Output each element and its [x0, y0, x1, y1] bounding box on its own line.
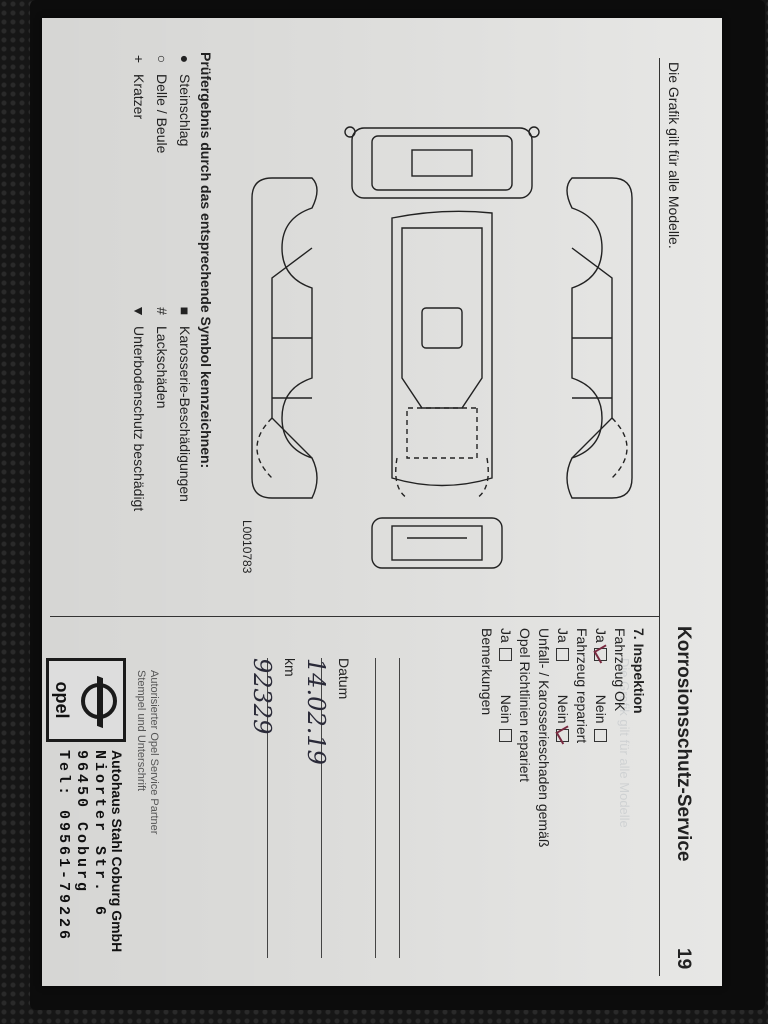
dealer-stamp: opel Autohaus Stahl Coburg GmbH Niorter …: [46, 658, 126, 968]
car-front-view-icon: [344, 126, 540, 199]
car-side-view-right-icon: [566, 177, 633, 499]
section-title: 7. Inspektion: [631, 628, 647, 714]
column-divider: [50, 616, 660, 617]
divider: [659, 58, 660, 618]
legend-item-lack: #Lackschäden: [151, 304, 173, 604]
filled-square-icon: ■: [177, 306, 193, 316]
page-title: Korrosionsschutz-Service: [673, 626, 694, 862]
question-vehicle-ok: Fahrzeug OK: [612, 628, 628, 712]
legend-item-karosserie: ■Karosserie-Beschädigungen: [174, 304, 196, 604]
legend-item-delle: ○Delle / Beule: [151, 52, 173, 304]
accident-repair-no-checkbox[interactable]: [499, 728, 512, 742]
open-circle-icon: ○: [154, 54, 170, 64]
hash-icon: #: [154, 307, 170, 315]
date-label: Datum: [336, 658, 352, 700]
car-side-view-left-icon: [251, 177, 318, 499]
legend-item-steinschlag: ●Steinschlag: [174, 52, 196, 304]
mileage-value-handwritten[interactable]: 92329: [248, 658, 276, 735]
question-accident-repair: Unfall- / Karosserieschaden gemäß: [536, 628, 552, 848]
divider: [659, 618, 660, 976]
plus-icon: +: [131, 54, 147, 64]
stamp-caption: Autorisierter Opel Service Partner Stemp…: [135, 670, 160, 835]
vehicle-ok-yes-checkbox[interactable]: [594, 647, 607, 661]
opel-logo-icon: opel: [46, 658, 126, 742]
dealer-street: Niorter Str. 6: [91, 750, 108, 919]
page-number: 19: [673, 948, 694, 970]
date-value-handwritten[interactable]: 14.02.19: [302, 658, 330, 765]
remarks-label: Bemerkungen: [479, 628, 495, 716]
vehicle-repaired-yes-checkbox[interactable]: [556, 647, 569, 661]
vehicle-repaired-no-checkbox[interactable]: [556, 728, 569, 742]
dealer-name: Autohaus Stahl Coburg GmbH: [109, 750, 125, 953]
legend-title: Prüfergebnis durch das entsprechende Sym…: [198, 52, 214, 469]
accident-repair-yes-checkbox[interactable]: [499, 647, 512, 661]
figure-code: L0010783: [240, 520, 254, 574]
filled-circle-icon: ●: [177, 54, 193, 64]
graphic-note: Die Grafik gilt für alle Modelle.: [666, 62, 682, 249]
dealer-city: 96450 Coburg: [73, 750, 90, 895]
down-triangle-icon: ▼: [131, 304, 147, 318]
vehicle-ok-no-checkbox[interactable]: [594, 728, 607, 742]
inspection-form: 7. Inspektion Fahrzeug OK Ja Nein Fahrze…: [477, 628, 648, 968]
legend-item-unterboden: ▼Unterbodenschutz beschädigt: [131, 304, 147, 512]
km-label: km: [282, 658, 298, 677]
question-vehicle-repaired: Fahrzeug repariert: [574, 628, 590, 744]
legend-item-kratzer: +Kratzer: [128, 52, 150, 304]
car-top-view-icon: [391, 210, 493, 499]
dealer-phone: Tel: 09561-79226: [55, 750, 72, 943]
service-booklet-page: Die Grafik gilt für alle Modelle. Korros…: [42, 18, 722, 986]
damage-symbol-legend: Prüfergebnis durch das entsprechende Sym…: [128, 52, 214, 612]
car-rear-view-icon: [371, 517, 503, 569]
vehicle-damage-diagram: [232, 118, 652, 578]
